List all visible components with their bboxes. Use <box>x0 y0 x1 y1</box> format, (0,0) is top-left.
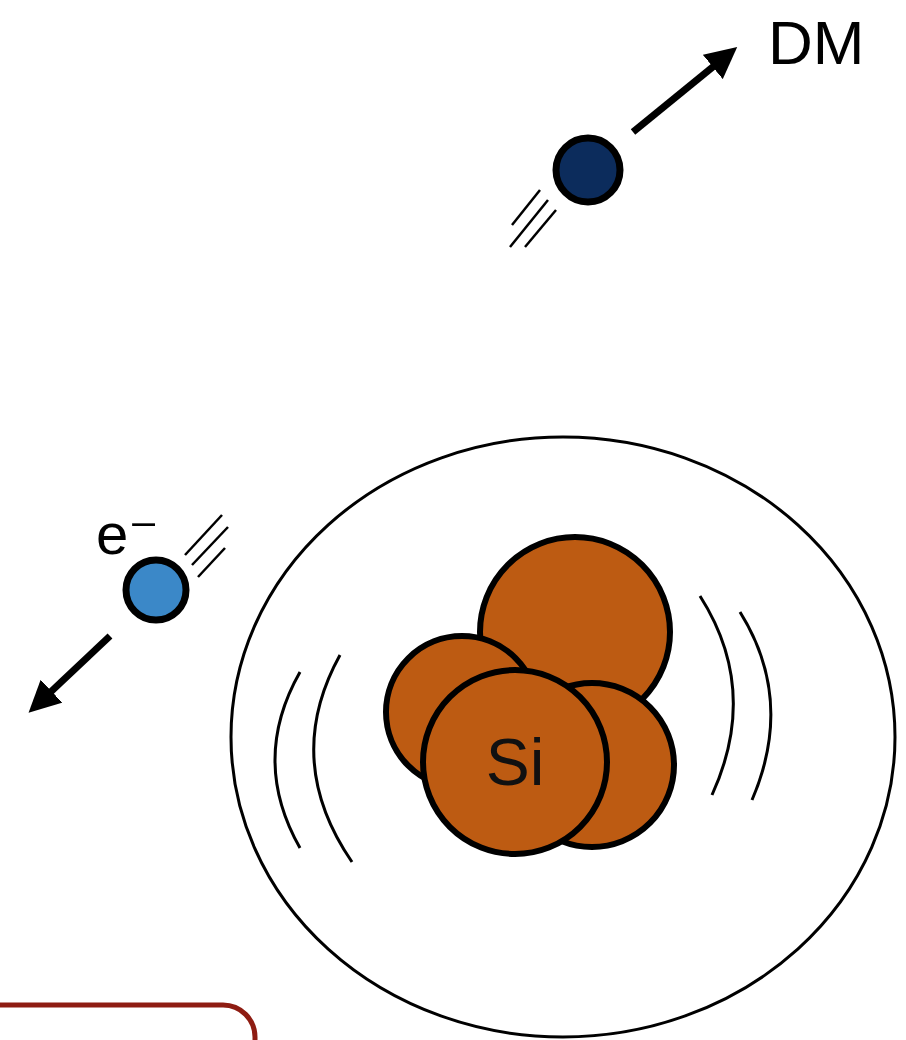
vibration-arc <box>275 672 300 848</box>
motion-trail <box>192 527 228 565</box>
motion-trail <box>525 210 556 247</box>
motion-trail <box>512 190 540 225</box>
vibration-arc <box>700 596 733 795</box>
vibration-arc <box>314 655 352 862</box>
element-symbol: Si <box>486 726 545 799</box>
red-frame <box>0 1005 255 1040</box>
motion-trail <box>510 200 548 247</box>
nucleon <box>423 670 607 854</box>
electron-arrow <box>40 636 110 702</box>
atom-shell <box>231 437 895 1037</box>
electron <box>126 560 186 620</box>
motion-trail <box>185 515 222 555</box>
particle-label: DM <box>768 12 864 74</box>
nucleus-circle: Si <box>420 667 610 857</box>
dm-particle <box>556 138 620 202</box>
dm-arrow <box>633 57 725 132</box>
vibration-arc <box>740 612 771 800</box>
motion-trail <box>198 548 225 577</box>
electron-label: e⁻ <box>96 505 159 563</box>
